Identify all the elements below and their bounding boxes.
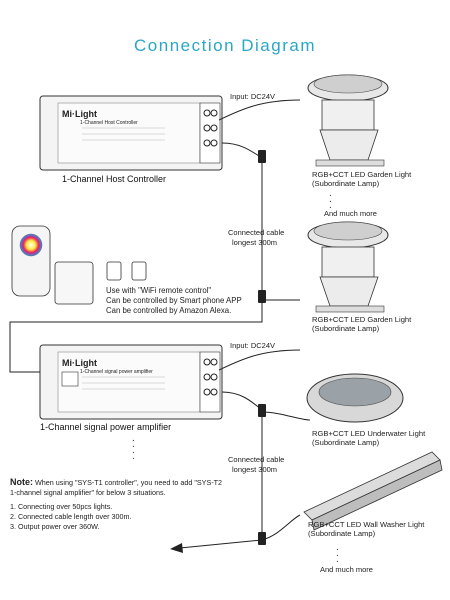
- lamp-3-name: RGB+CCT LED Underwater Light: [312, 429, 426, 438]
- lamp-1-sub: (Subordinate Lamp): [312, 179, 380, 188]
- wifi-hub-drawing: [54, 261, 94, 305]
- lamp-3-label: RGB+CCT LED Underwater Light (Subordinat…: [312, 429, 425, 447]
- amplifier-brand-logo: Mi·Light: [62, 358, 97, 368]
- amplifier-device: [39, 344, 223, 420]
- connected-cable-2-line2: longest 300m: [232, 465, 278, 474]
- amplifier-panel-title: 1-Channel signal power amplifier: [80, 369, 153, 375]
- amplifier-input-label: Input: DC24V: [230, 341, 276, 350]
- lamp-2-name: RGB+CCT LED Garden Light: [312, 315, 412, 324]
- garden-light-2-drawing: [307, 221, 389, 313]
- host-controller-label: 1-Channel Host Controller: [62, 174, 167, 184]
- connected-cable-1-line2: longest 300m: [232, 238, 278, 247]
- note-text-1: When using "SYS-T1 controller", you need…: [35, 478, 223, 487]
- wifi-line-2: Can be controlled by Smart phone APP: [106, 296, 242, 305]
- and-much-more-2: And much more: [320, 565, 373, 574]
- note-heading: Note:: [10, 477, 33, 487]
- lamp-4-name: RGB+CCT LED Wall Washer Light: [308, 520, 425, 529]
- controller-panel-title: 1-Channel Host Controller: [80, 120, 138, 126]
- remote-control-drawing: [11, 225, 51, 297]
- lamp-1-label: RGB+CCT LED Garden Light (Subordinate La…: [312, 170, 411, 188]
- note-item-1: 1. Connecting over 50pcs lights.: [10, 502, 113, 511]
- lamp-1-name: RGB+CCT LED Garden Light: [312, 170, 412, 179]
- lamp-4-label: RGB+CCT LED Wall Washer Light (Subordina…: [308, 520, 424, 538]
- note-text-2: 1-channel signal amplifier" for below 3 …: [10, 488, 166, 497]
- phone-and-voice-icons: [106, 261, 147, 281]
- connected-cable-1-line1: Connected cable: [228, 228, 285, 237]
- and-much-more-1: And much more: [324, 209, 377, 218]
- note-block: Note: When using "SYS-T1 controller", yo…: [10, 477, 250, 532]
- dots-amplifier: ....: [132, 433, 135, 462]
- dots-lamp-4: ...: [336, 542, 339, 565]
- diagram-title: Connection Diagram: [134, 36, 316, 55]
- lamp-2-label: RGB+CCT LED Garden Light (Subordinate La…: [312, 315, 411, 333]
- connected-cable-2-line1: Connected cable: [228, 455, 285, 464]
- controller-brand-logo: Mi·Light: [62, 109, 97, 119]
- amplifier-label: 1-Channel signal power amplifier: [40, 422, 172, 432]
- lamp-3-sub: (Subordinate Lamp): [312, 438, 380, 447]
- note-item-2: 2. Connected cable length over 300m.: [10, 512, 132, 521]
- lamp-2-sub: (Subordinate Lamp): [312, 324, 380, 333]
- dots-lamp-1: ...: [329, 188, 332, 211]
- wifi-line-3: Can be controlled by Amazon Alexa.: [106, 306, 232, 315]
- wifi-info: Use with "WiFi remote control" Can be co…: [106, 286, 242, 316]
- wall-washer-drawing: [303, 451, 443, 531]
- garden-light-1-drawing: [307, 74, 389, 167]
- controller-input-label: Input: DC24V: [230, 92, 276, 101]
- note-item-3: 3. Output power over 360W.: [10, 522, 100, 531]
- host-controller-device: [39, 95, 223, 171]
- lamp-4-sub: (Subordinate Lamp): [308, 529, 376, 538]
- wifi-line-1: Use with "WiFi remote control": [106, 286, 212, 295]
- underwater-light-drawing: [306, 373, 404, 423]
